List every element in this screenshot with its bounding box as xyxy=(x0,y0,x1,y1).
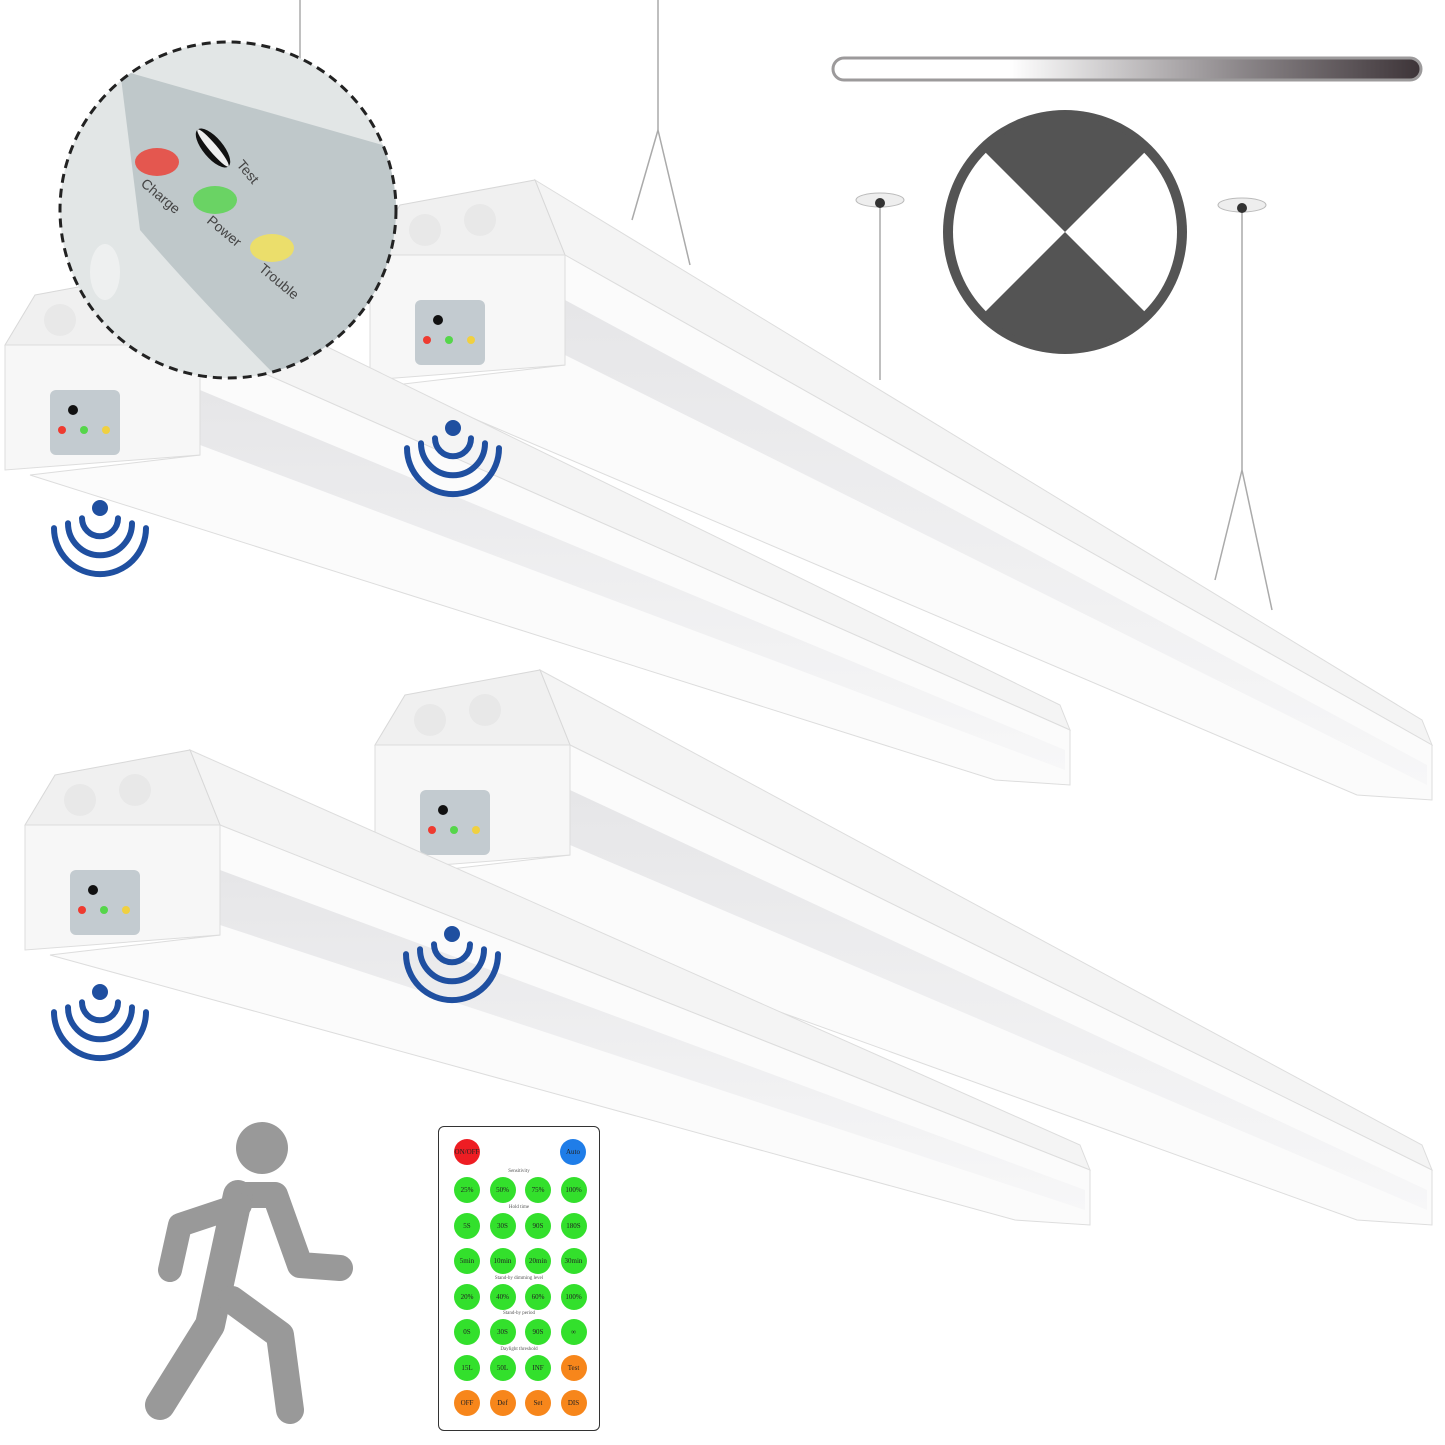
ceiling-mount-1 xyxy=(855,192,905,208)
remote-control: ON/OFF Auto Sensitivity 25% 50% 75% 100% Hold… xyxy=(438,1126,600,1431)
remote-button[interactable]: 30min xyxy=(560,1248,587,1274)
walking-person-icon xyxy=(145,1122,353,1424)
led-light-fixture xyxy=(369,178,1433,801)
remote-button[interactable]: INF xyxy=(525,1354,551,1381)
remote-section-title: Stand-by period xyxy=(502,1311,536,1316)
remote-button[interactable]: ∞ xyxy=(560,1319,587,1345)
remote-button[interactable]: 20min xyxy=(525,1248,551,1274)
remote-button[interactable]: 40% xyxy=(489,1283,516,1310)
remote-button[interactable]: DIS xyxy=(560,1390,587,1416)
led-light-fixture xyxy=(4,268,1071,786)
test-button-icon xyxy=(943,110,1187,354)
remote-button[interactable]: 25% xyxy=(454,1177,480,1203)
remote-button[interactable]: Def xyxy=(489,1390,516,1416)
control-panel xyxy=(420,790,490,855)
remote-button[interactable]: 90S xyxy=(525,1212,551,1239)
remote-auto-button[interactable]: Auto xyxy=(560,1139,586,1165)
remote-button[interactable]: 50% xyxy=(489,1177,516,1203)
control-panel xyxy=(70,870,140,935)
motion-sensor-icon xyxy=(403,926,501,1004)
remote-button[interactable]: 60% xyxy=(525,1283,551,1310)
remote-button[interactable]: 50L xyxy=(489,1354,516,1381)
remote-section-title: Hold time xyxy=(508,1204,530,1210)
remote-button[interactable]: Set xyxy=(525,1390,551,1416)
remote-button[interactable]: 30S xyxy=(489,1319,516,1345)
ceiling-mount-2 xyxy=(1217,197,1267,213)
remote-button[interactable]: OFF xyxy=(454,1390,480,1416)
led-green xyxy=(193,186,237,214)
remote-button[interactable]: 90S xyxy=(525,1319,551,1345)
remote-button[interactable]: Test xyxy=(560,1354,587,1381)
motion-sensor-icon xyxy=(404,420,502,498)
remote-button[interactable]: 15L xyxy=(454,1354,480,1381)
remote-button[interactable]: 20% xyxy=(454,1283,480,1310)
remote-section-title: Sensitivity xyxy=(508,1169,530,1174)
remote-power-button[interactable]: ON/OFF xyxy=(454,1139,480,1165)
remote-button[interactable]: 5min xyxy=(454,1248,480,1274)
remote-section-title: Daylight threshold xyxy=(500,1346,538,1352)
remote-button[interactable]: 180S xyxy=(560,1212,587,1239)
control-panel xyxy=(50,390,120,455)
suspension-wires xyxy=(299,0,1273,611)
remote-button[interactable]: 5S xyxy=(454,1212,480,1239)
led-yellow xyxy=(250,234,294,262)
remote-section-title: Stand-by dimming level xyxy=(494,1275,544,1281)
led-light-fixture xyxy=(374,668,1433,1226)
motion-sensor-icon xyxy=(51,984,149,1062)
motion-sensor-icon xyxy=(51,500,149,578)
remote-button[interactable]: 30S xyxy=(489,1212,516,1239)
remote-button[interactable]: 100% xyxy=(560,1177,587,1203)
control-panel xyxy=(415,300,485,365)
remote-button[interactable]: 10min xyxy=(489,1248,516,1274)
zoom-detail-circle: Charge Test Power Trouble xyxy=(58,40,398,380)
remote-button[interactable]: 0S xyxy=(454,1319,480,1345)
gradient-bar xyxy=(831,56,1423,82)
remote-button[interactable]: 75% xyxy=(525,1177,551,1203)
remote-button[interactable]: 100% xyxy=(560,1283,587,1310)
led-red xyxy=(135,148,179,176)
